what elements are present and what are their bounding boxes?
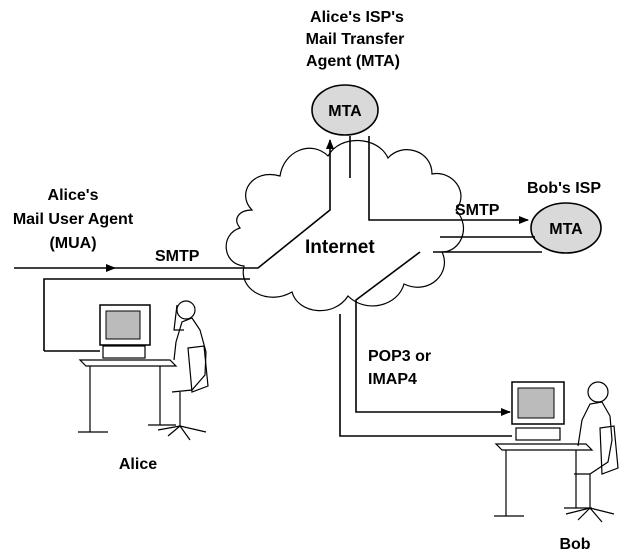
bob-chair (599, 425, 619, 475)
bob-desk (494, 443, 594, 451)
mta-to-bob-isp-path (368, 136, 529, 224)
smtp-from-alice-label: SMTP (155, 248, 200, 265)
internet-label: Internet (305, 237, 375, 258)
alice-head (176, 300, 196, 320)
smtp-to-bob-isp-label: SMTP (455, 202, 500, 219)
bob-isp-caption: Bob's ISP (527, 180, 601, 197)
bob-cpu (515, 427, 561, 441)
smtp-path-into-cloud (115, 139, 334, 269)
alice-isp-mta-caption-line2: Mail Transfer (306, 31, 405, 48)
pop3-imap4-label-line2: IMAP4 (368, 371, 417, 388)
bob-isp-mta-node (530, 202, 602, 254)
mua-caption-line3: (MUA) (49, 235, 96, 252)
alice-isp-mta-node (311, 84, 379, 136)
bob-head (587, 381, 609, 403)
alice-name-label: Alice (119, 456, 157, 473)
pop-path (355, 251, 511, 416)
internet-cloud (225, 139, 465, 312)
bob-workstation-illustration (494, 381, 619, 523)
alice-screen (105, 310, 141, 340)
bob-secondary-line (339, 314, 512, 437)
mua-caption-line1: Alice's (48, 187, 99, 204)
bob-isp-mta-label: MTA (549, 221, 583, 238)
alice-desk (78, 359, 178, 367)
alice-isp-mta-label: MTA (328, 103, 362, 120)
bob-screen (517, 387, 555, 419)
mua-caption-line2: Mail User Agent (13, 211, 134, 228)
alice-isp-mta-caption-line3: Agent (MTA) (306, 53, 400, 70)
alice-chair (187, 345, 209, 393)
alice-workstation-illustration (78, 300, 209, 441)
alice-isp-mta-caption-line1: Alice's ISP's (310, 9, 404, 26)
bob-name-label: Bob (559, 536, 590, 553)
pop3-imap4-label-line1: POP3 or (368, 348, 431, 365)
alice-to-internet-line (43, 278, 250, 351)
alice-cpu (102, 345, 146, 359)
